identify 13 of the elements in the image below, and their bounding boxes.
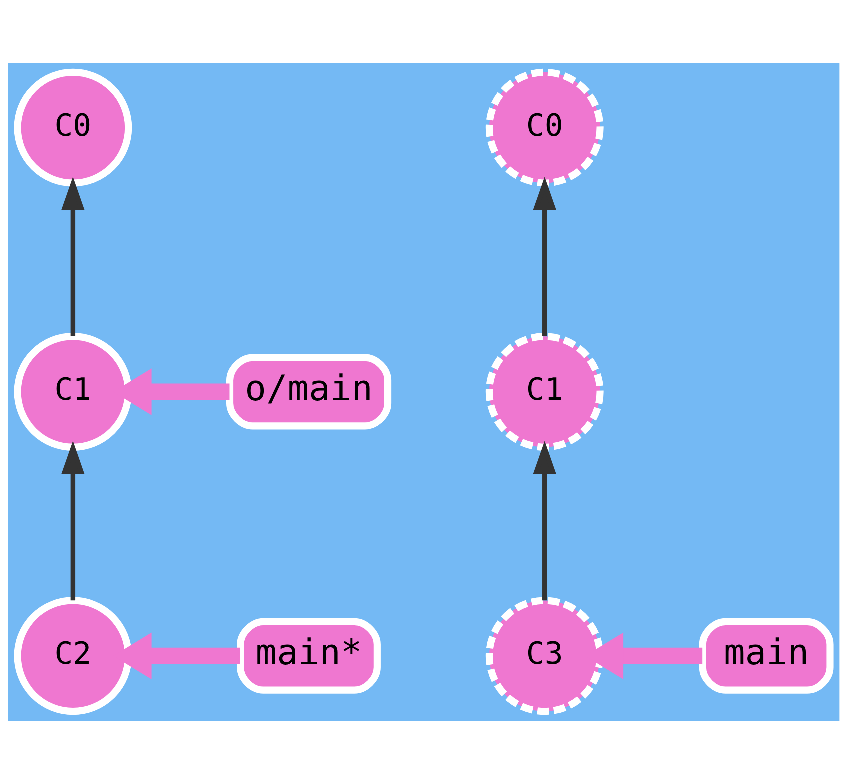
arrow — [62, 441, 85, 601]
node-circle: C2 — [14, 597, 132, 716]
node-circle: C0 — [486, 68, 604, 187]
node-box: o/main — [226, 354, 392, 430]
arrow — [62, 177, 85, 336]
node-circle: C0 — [14, 68, 132, 187]
node-circle: C1 — [14, 333, 132, 451]
arrow — [533, 441, 556, 601]
node-box: main* — [237, 618, 381, 694]
arrow — [533, 177, 556, 336]
node-box: main — [699, 618, 834, 694]
node-circle: C3 — [486, 597, 604, 716]
node-circle: C1 — [486, 333, 604, 451]
